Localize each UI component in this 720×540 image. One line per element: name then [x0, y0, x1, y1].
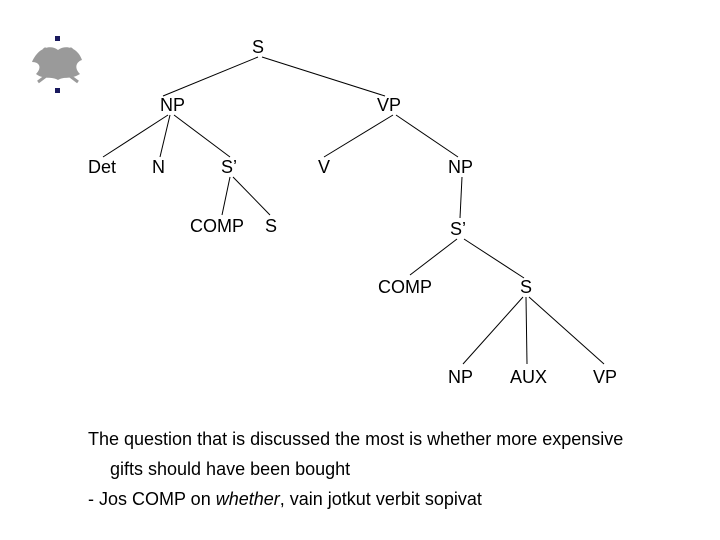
edge-s-np — [162, 56, 259, 97]
caption-line-3-prefix: - Jos COMP on — [88, 489, 216, 509]
node-s-rel: S — [265, 216, 277, 236]
edge-s-obj-aux — [525, 296, 528, 365]
edge-np-det — [102, 114, 169, 158]
caption-line-2: gifts should have been bought — [110, 459, 351, 479]
node-comp-obj: COMP — [378, 277, 432, 297]
syntax-tree: S NP VP Det N S’ V NP COMP S S’ COMP S N… — [88, 37, 617, 387]
caption-line-3-suffix: , vain jotkut verbit sopivat — [279, 489, 482, 509]
edge-np-sbar — [173, 114, 231, 158]
node-sbar-obj: S’ — [450, 219, 466, 239]
node-np-subject: NP — [160, 95, 185, 115]
node-aux: AUX — [510, 367, 547, 387]
node-s-obj: S — [520, 277, 532, 297]
caption: The question that is discussed the most … — [88, 424, 698, 514]
node-n: N — [152, 157, 165, 177]
node-comp-rel: COMP — [190, 216, 244, 236]
node-det: Det — [88, 157, 116, 177]
edge-sbar-s — [232, 176, 271, 216]
node-np-object: NP — [448, 157, 473, 177]
edge-s-obj-np — [462, 296, 524, 365]
edge-sbar-comp — [221, 176, 231, 216]
edge-s-vp — [261, 56, 386, 97]
edge-vp-v — [323, 114, 394, 158]
edge-s-obj-vp — [528, 296, 605, 365]
edge-sbar-obj-comp — [409, 238, 458, 276]
caption-line-3: - Jos COMP on whether, vain jotkut verbi… — [88, 484, 698, 514]
edge-np-n — [159, 114, 171, 158]
node-s-root: S — [252, 37, 264, 57]
node-v: V — [318, 157, 330, 177]
node-vp-main: VP — [377, 95, 401, 115]
node-sbar-rel: S’ — [221, 157, 237, 177]
node-vp-inner: VP — [593, 367, 617, 387]
edge-sbar-obj-s — [463, 238, 525, 279]
edge-np-sbar-obj — [459, 176, 463, 219]
caption-line-1: The question that is discussed the most … — [88, 429, 624, 449]
node-np-inner: NP — [448, 367, 473, 387]
university-logo — [32, 36, 82, 93]
edge-vp-np — [395, 114, 459, 158]
caption-line-3-italic: whether — [215, 489, 280, 509]
